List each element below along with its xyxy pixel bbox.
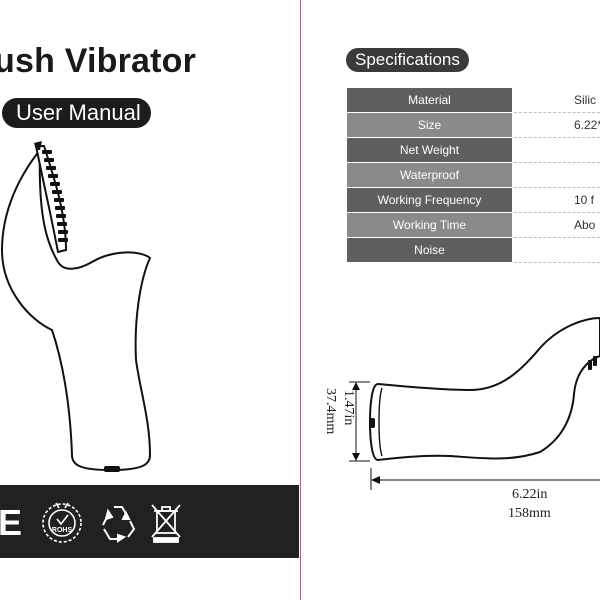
spec-row: Noise bbox=[347, 237, 600, 263]
certification-bar: E ROHS bbox=[0, 485, 299, 558]
spec-label: Net Weight bbox=[347, 137, 514, 163]
manual-title: ush Vibrator bbox=[0, 42, 197, 80]
spec-row: Waterproof bbox=[347, 162, 600, 188]
weee-bin-icon bbox=[151, 504, 181, 543]
spec-value: 6.22* bbox=[513, 112, 600, 138]
spec-value: Silic bbox=[513, 88, 600, 113]
recycle-icon bbox=[102, 506, 136, 543]
bristles bbox=[42, 150, 68, 242]
product-illustration-front bbox=[0, 141, 152, 472]
length-in-label: 6.22in bbox=[512, 487, 548, 502]
spec-label: Noise bbox=[347, 237, 514, 263]
length-mm-label: 158mm bbox=[508, 506, 551, 521]
rohs-seal-icon: ROHS bbox=[42, 502, 82, 543]
power-button-bottom bbox=[104, 466, 120, 472]
spec-label: Working Time bbox=[347, 212, 514, 238]
product-body-outline bbox=[0, 147, 152, 472]
height-dimension-label: 1.47in 37.4mm bbox=[312, 384, 372, 456]
spec-label: Working Frequency bbox=[347, 187, 514, 213]
ce-mark-icon: E bbox=[0, 502, 22, 543]
height-in-label: 1.47in bbox=[341, 390, 356, 426]
spec-value bbox=[513, 162, 600, 188]
spec-value bbox=[513, 237, 600, 263]
height-mm-label: 37.4mm bbox=[323, 388, 338, 435]
specifications-heading: Specifications bbox=[346, 48, 469, 72]
user-manual-badge: User Manual bbox=[2, 98, 151, 128]
spec-value bbox=[513, 137, 600, 163]
spec-label: Size bbox=[347, 112, 514, 138]
rohs-label: ROHS bbox=[52, 527, 73, 534]
product-side-outline bbox=[368, 316, 600, 462]
spec-label: Material bbox=[347, 88, 514, 113]
spec-label: Waterproof bbox=[347, 162, 514, 188]
spec-row: Net Weight bbox=[347, 137, 600, 163]
spec-value: 10 f bbox=[513, 187, 600, 213]
power-button-side bbox=[369, 418, 375, 428]
spec-value: Abo bbox=[513, 212, 600, 238]
product-illustration-side bbox=[349, 316, 600, 490]
page-divider bbox=[300, 0, 301, 600]
bristle-tips bbox=[588, 356, 597, 370]
